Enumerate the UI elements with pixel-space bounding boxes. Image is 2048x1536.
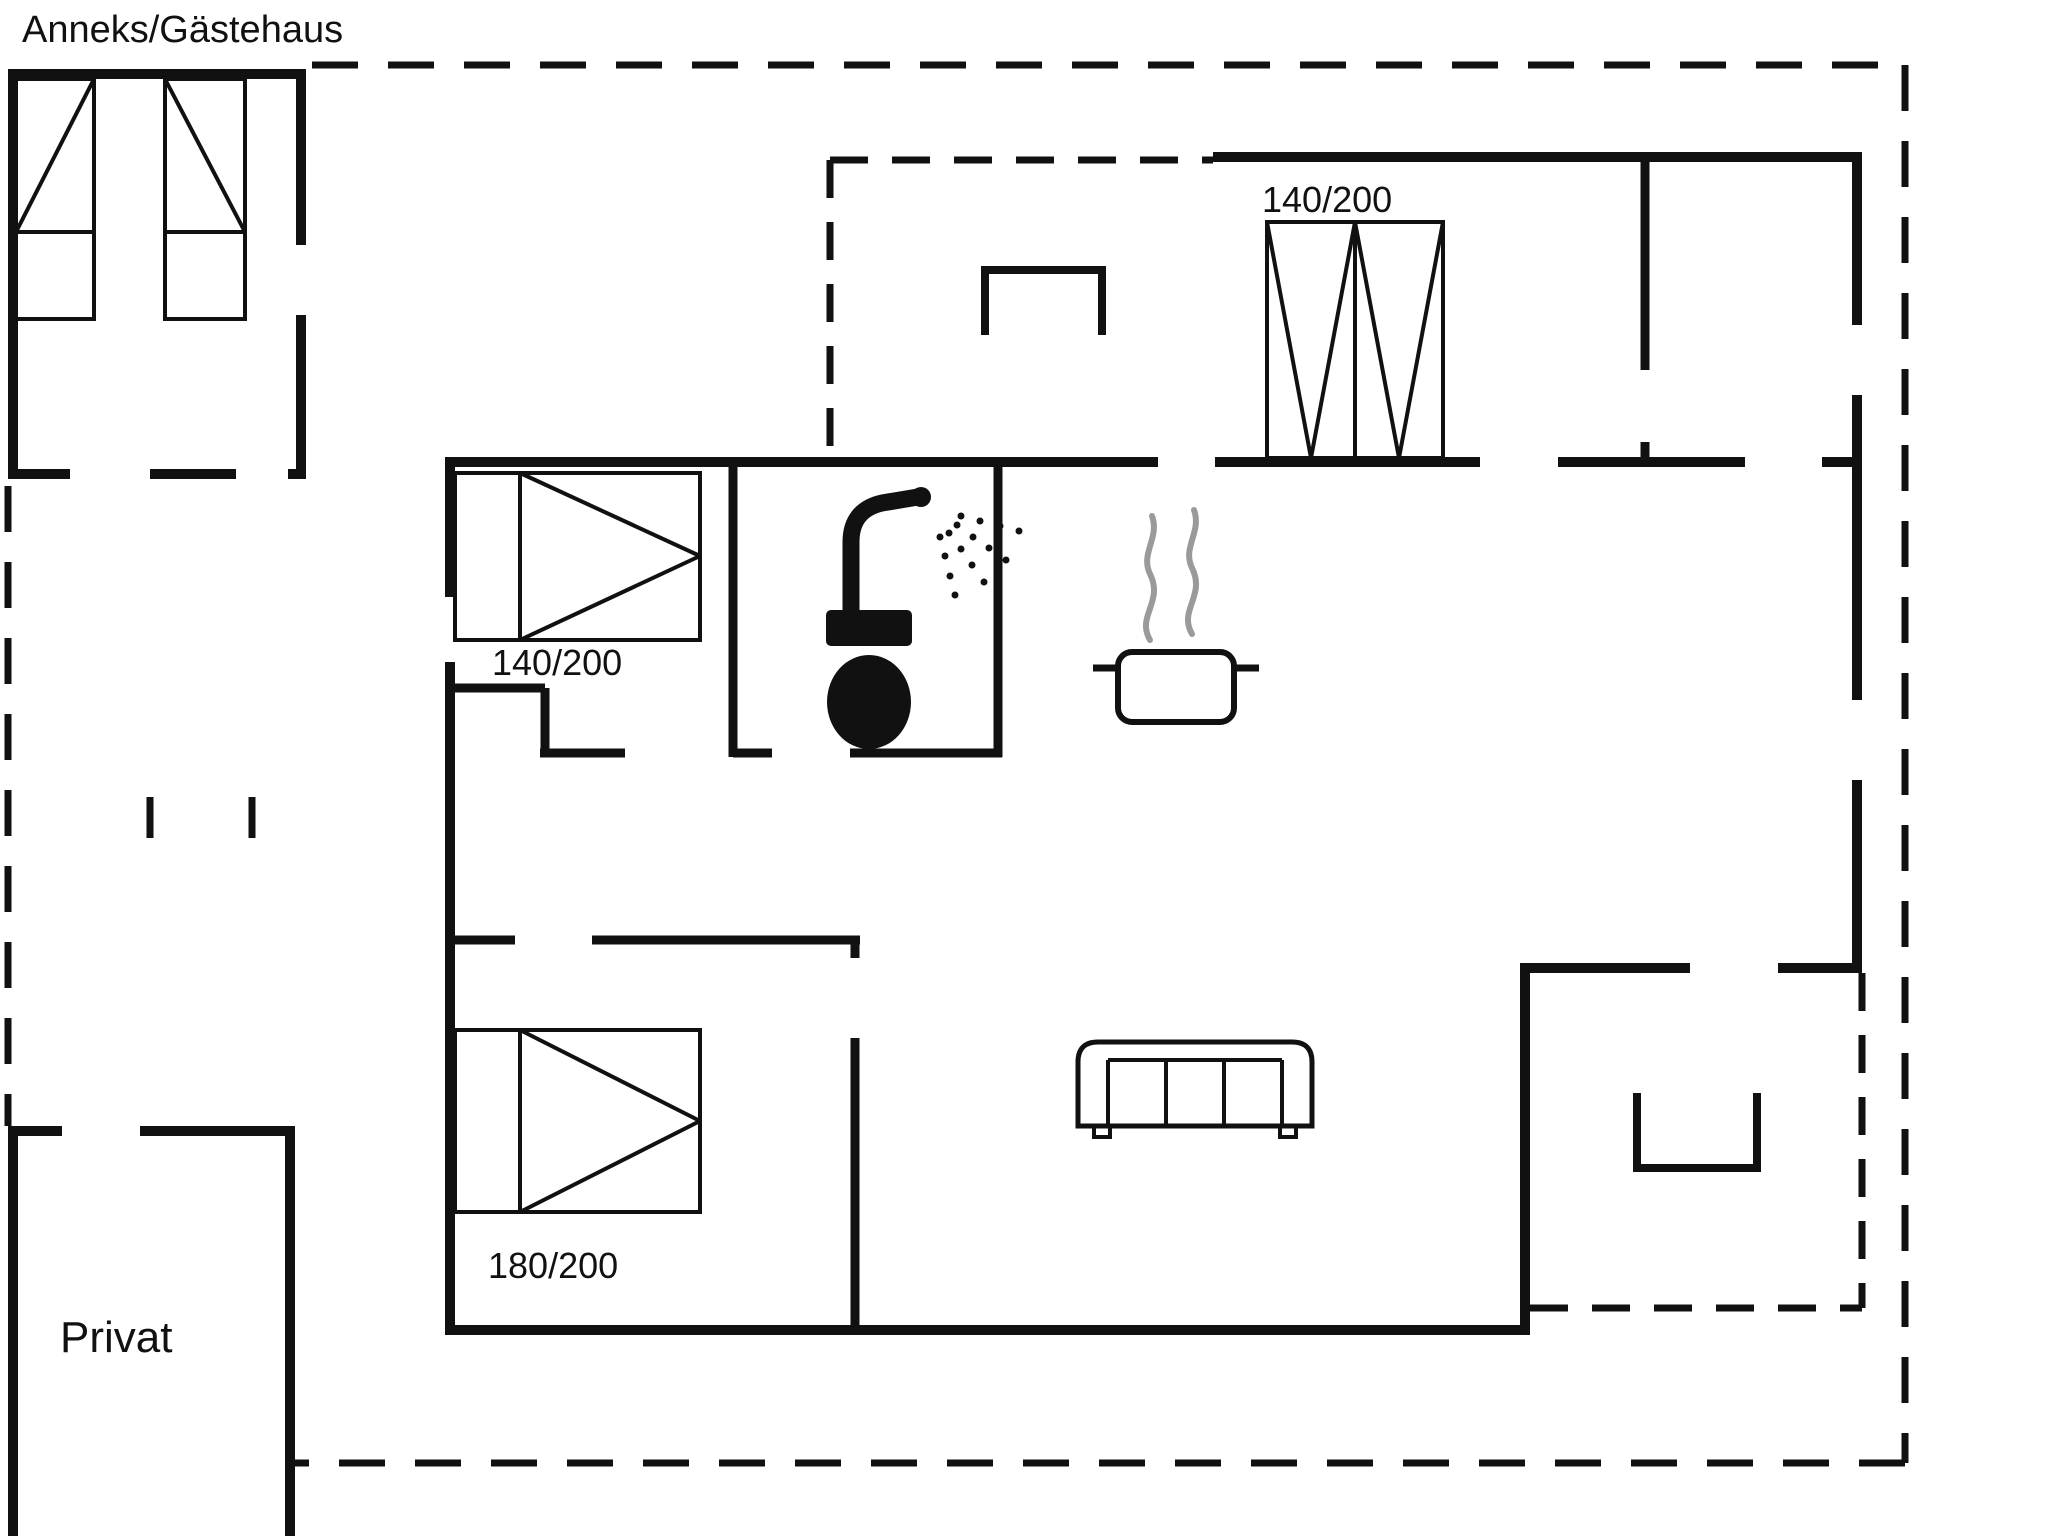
living-room — [1075, 1039, 1315, 1139]
bed-size-label: 140/200 — [492, 642, 622, 683]
bedroom-top-right: 140/200 — [1262, 179, 1445, 460]
cooking-pot-icon — [1093, 649, 1259, 725]
pot-body — [1115, 649, 1237, 725]
bed-lines — [518, 1028, 701, 1214]
bed-icon — [163, 77, 247, 321]
toilet-icon — [826, 610, 912, 749]
sofa-foot-right — [1278, 1124, 1298, 1139]
annex-building: Anneks/Gästehaus — [8, 9, 343, 479]
terrace-top — [826, 156, 1213, 462]
sofa-body — [1075, 1039, 1315, 1129]
toilet-bowl — [827, 655, 911, 749]
annex-bed-left-lines — [14, 78, 96, 234]
shower-icon — [842, 487, 931, 623]
bed-icon — [14, 77, 96, 321]
toilet-tank — [826, 610, 912, 646]
terrace-bottom-right — [1530, 973, 1866, 1312]
kitchen — [1093, 507, 1259, 725]
step-icon — [1633, 1093, 1761, 1172]
bed-icon — [453, 1028, 702, 1214]
double-bed-lines — [1265, 221, 1445, 459]
bedroom-bottom-left: 180/200 — [453, 1028, 702, 1286]
property-boundary — [4, 61, 1909, 1467]
bed-size-label: 180/200 — [488, 1245, 618, 1286]
steam-line — [1142, 513, 1158, 643]
gate-marks-icon — [146, 797, 256, 838]
main-house-walls — [445, 152, 1862, 1335]
privat-building: Privat — [8, 1126, 295, 1536]
sofa-foot-left — [1092, 1124, 1112, 1139]
bathroom — [826, 487, 1023, 749]
sofa-icon — [1075, 1039, 1315, 1139]
shower-spray-icon — [936, 512, 1023, 599]
bedroom-mid-left: 140/200 — [453, 471, 702, 683]
privat-label: Privat — [60, 1313, 172, 1362]
annex-bed-right — [163, 77, 247, 321]
step-icon — [981, 266, 1106, 335]
shower-head — [911, 487, 931, 507]
interior-walls — [445, 152, 1650, 1335]
bed-icon — [453, 471, 702, 642]
bedroom-midleft-step-wall — [445, 683, 625, 758]
shower-arm — [842, 488, 927, 623]
annex-bed-left — [14, 77, 96, 321]
bed-icon — [1265, 220, 1445, 460]
sofa-cushions — [1106, 1058, 1284, 1126]
steam-line — [1184, 507, 1200, 637]
annex-label: Anneks/Gästehaus — [22, 9, 343, 51]
bed-lines — [518, 471, 701, 642]
bed-size-label: 140/200 — [1262, 179, 1392, 220]
steam-icon — [1142, 507, 1200, 643]
annex-bed-right-lines — [163, 78, 247, 234]
